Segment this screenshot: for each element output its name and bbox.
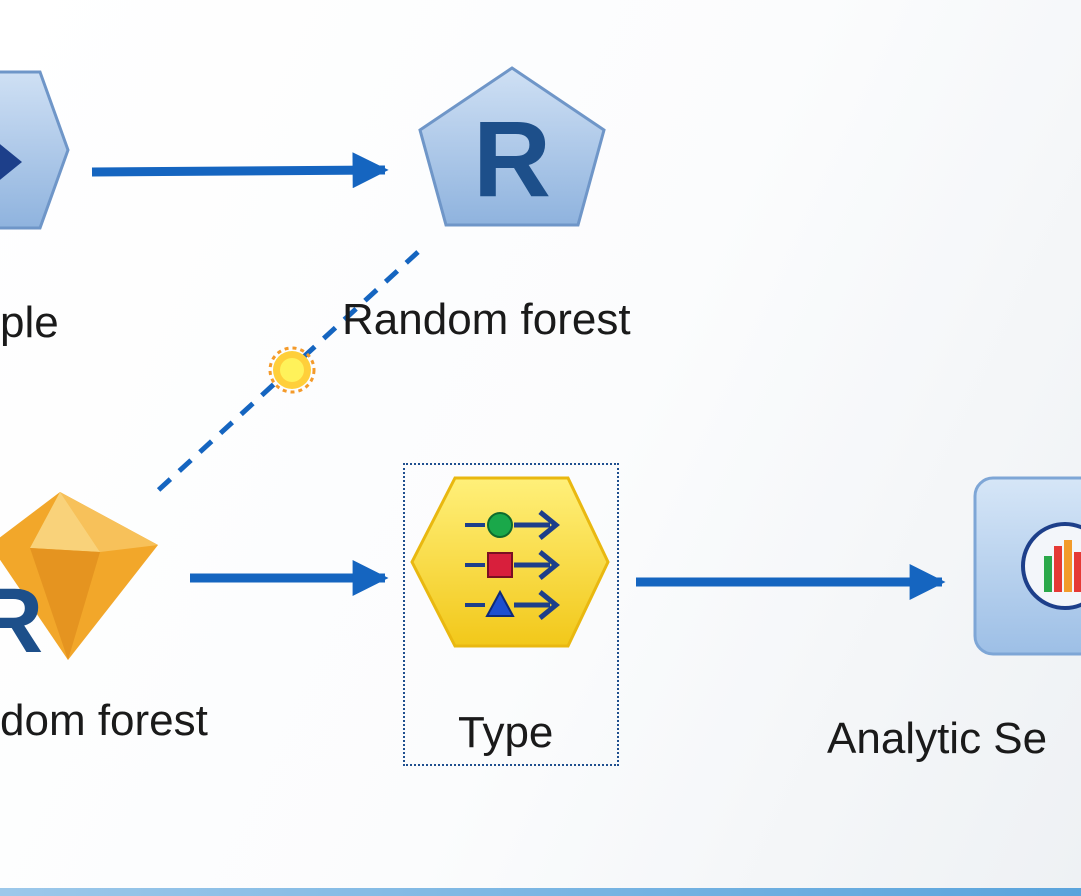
type-node-label: Type: [458, 708, 554, 757]
random-forest-model-label: dom forest: [0, 696, 208, 745]
analytic-server-node-label: Analytic Se: [827, 714, 1048, 763]
r-hexagon-node-icon[interactable]: R: [418, 66, 606, 227]
type-node-icon[interactable]: [410, 476, 610, 648]
gem-r-glyph: R: [0, 570, 43, 672]
analytic-server-node-icon[interactable]: [973, 476, 1081, 656]
type-node-selection: [403, 463, 619, 766]
bottom-scroll-edge: [0, 888, 1081, 896]
sample-node-icon[interactable]: [0, 70, 70, 230]
sample-node-label: ple: [0, 298, 59, 347]
r-gem-model-icon[interactable]: R: [0, 492, 158, 672]
link-sample-to-rf[interactable]: [91, 152, 389, 189]
r-glyph: R: [473, 98, 551, 219]
flag-starburst-icon: [268, 346, 316, 394]
random-forest-node-label: Random forest: [342, 295, 631, 344]
